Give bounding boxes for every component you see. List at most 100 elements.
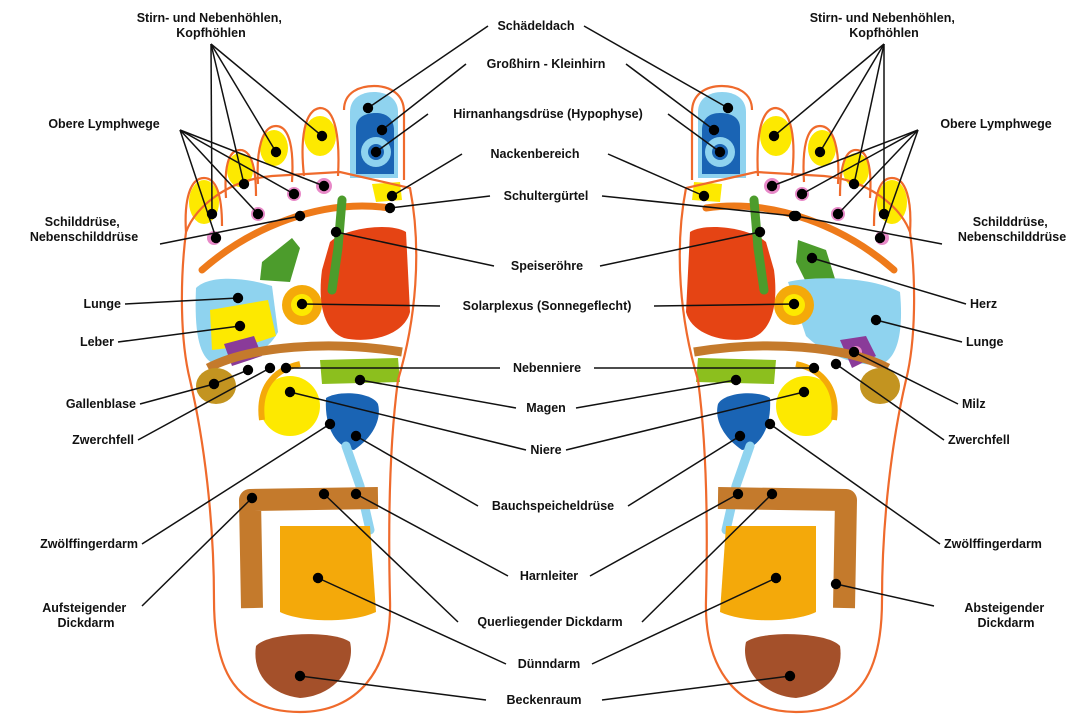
label-milz: Milz <box>962 397 986 411</box>
label-zwerch-left: Zwerchfell <box>72 433 134 447</box>
marker-dot-22 <box>297 299 307 309</box>
marker-dot-19 <box>387 191 397 201</box>
marker-dot-8 <box>295 211 305 221</box>
right-foot-zones <box>686 92 907 698</box>
zone-intestine-right <box>720 526 816 620</box>
marker-dot-38 <box>809 363 819 373</box>
label-hypo: Hirnanhangsdrüse (Hypophyse) <box>453 107 643 121</box>
label-zwerch-right: Zwerchfell <box>948 433 1010 447</box>
marker-dot-33 <box>715 147 725 157</box>
marker-dot-53 <box>875 233 885 243</box>
marker-dot-43 <box>767 489 777 499</box>
label-stirn-left: Stirn- und Nebenhöhlen, Kopfhöhlen <box>137 11 286 40</box>
label-leber: Leber <box>80 335 114 349</box>
leader-nacken-left <box>392 154 462 196</box>
label-zwoelf-left: Zwölffingerdarm <box>40 537 138 551</box>
label-speise: Speiseröhre <box>511 259 583 273</box>
marker-dot-23 <box>281 363 291 373</box>
marker-dot-45 <box>785 671 795 681</box>
marker-dot-16 <box>363 103 373 113</box>
marker-dot-32 <box>709 125 719 135</box>
label-lunge-right: Lunge <box>966 335 1004 349</box>
label-herz: Herz <box>970 297 997 311</box>
marker-dot-28 <box>319 489 329 499</box>
label-obere-right: Obere Lymphwege <box>940 117 1051 131</box>
marker-dot-39 <box>731 375 741 385</box>
leader-stirn-right-2 <box>820 44 884 152</box>
leader-niere-left <box>290 392 526 450</box>
marker-dot-6 <box>289 189 299 199</box>
marker-dot-49 <box>879 209 889 219</box>
marker-dot-41 <box>735 431 745 441</box>
leader-stirn-left-4 <box>211 44 322 136</box>
marker-dot-4 <box>211 233 221 243</box>
label-becken: Beckenraum <box>506 693 581 707</box>
marker-dot-58 <box>831 359 841 369</box>
label-schulter: Schultergürtel <box>504 189 589 203</box>
label-gross: Großhirn - Kleinhirn <box>487 57 606 71</box>
label-nacken: Nackenbereich <box>491 147 580 161</box>
label-stirn-right: Stirn- und Nebenhöhlen, Kopfhöhlen <box>810 11 959 40</box>
marker-dot-10 <box>235 321 245 331</box>
marker-dot-0 <box>207 209 217 219</box>
label-magen: Magen <box>526 401 566 415</box>
marker-dot-40 <box>799 387 809 397</box>
marker-dot-18 <box>371 147 381 157</box>
marker-dot-57 <box>849 347 859 357</box>
zone-green-left <box>260 238 300 282</box>
marker-dot-52 <box>833 209 843 219</box>
marker-dot-25 <box>285 387 295 397</box>
marker-dot-17 <box>377 125 387 135</box>
marker-dot-7 <box>319 181 329 191</box>
marker-dot-31 <box>723 103 733 113</box>
marker-dot-44 <box>771 573 781 583</box>
leader-aufst <box>142 498 252 606</box>
label-niere: Niere <box>530 443 561 457</box>
zone-pelvis-left <box>255 634 351 698</box>
marker-dot-60 <box>831 579 841 589</box>
label-zwoelf-right: Zwölffingerdarm <box>944 537 1042 551</box>
marker-dot-2 <box>271 147 281 157</box>
marker-dot-36 <box>755 227 765 237</box>
zone-intestine-left <box>280 526 376 620</box>
marker-dot-14 <box>325 419 335 429</box>
leader-schild-right <box>796 216 942 244</box>
marker-dot-34 <box>699 191 709 201</box>
leader-stirn-left <box>211 44 212 214</box>
marker-dot-30 <box>295 671 305 681</box>
marker-dot-15 <box>247 493 257 503</box>
label-schaedel: Schädeldach <box>497 19 574 33</box>
marker-dot-56 <box>871 315 881 325</box>
label-duenn: Dünndarm <box>518 657 581 671</box>
marker-dot-48 <box>849 179 859 189</box>
marker-dot-12 <box>243 365 253 375</box>
marker-dot-5 <box>253 209 263 219</box>
right-foot <box>680 86 914 712</box>
marker-dot-46 <box>769 131 779 141</box>
leader-schaedel-right <box>584 26 728 108</box>
label-harn: Harnleiter <box>520 569 578 583</box>
marker-dot-37 <box>789 299 799 309</box>
marker-dot-55 <box>807 253 817 263</box>
marker-dot-1 <box>239 179 249 189</box>
label-abst: Absteigender Dickdarm <box>964 601 1047 630</box>
marker-dot-20 <box>385 203 395 213</box>
marker-dot-21 <box>331 227 341 237</box>
leader-becken-right <box>602 676 790 700</box>
leader-harn-left <box>356 494 508 576</box>
marker-dot-13 <box>265 363 275 373</box>
leader-schulter-left <box>390 196 490 208</box>
leader-schild-left <box>160 216 300 244</box>
label-quer: Querliegender Dickdarm <box>477 615 622 629</box>
label-schild-right: Schilddrüse, Nebenschilddrüse <box>958 215 1066 244</box>
marker-dot-42 <box>733 489 743 499</box>
marker-dot-9 <box>233 293 243 303</box>
marker-dot-3 <box>317 131 327 141</box>
label-lunge-left: Lunge <box>84 297 122 311</box>
label-nebenniere: Nebenniere <box>513 361 581 375</box>
leader-magen-right <box>576 380 736 408</box>
marker-dot-59 <box>765 419 775 429</box>
marker-dot-29 <box>313 573 323 583</box>
leader-magen-left <box>360 380 516 408</box>
